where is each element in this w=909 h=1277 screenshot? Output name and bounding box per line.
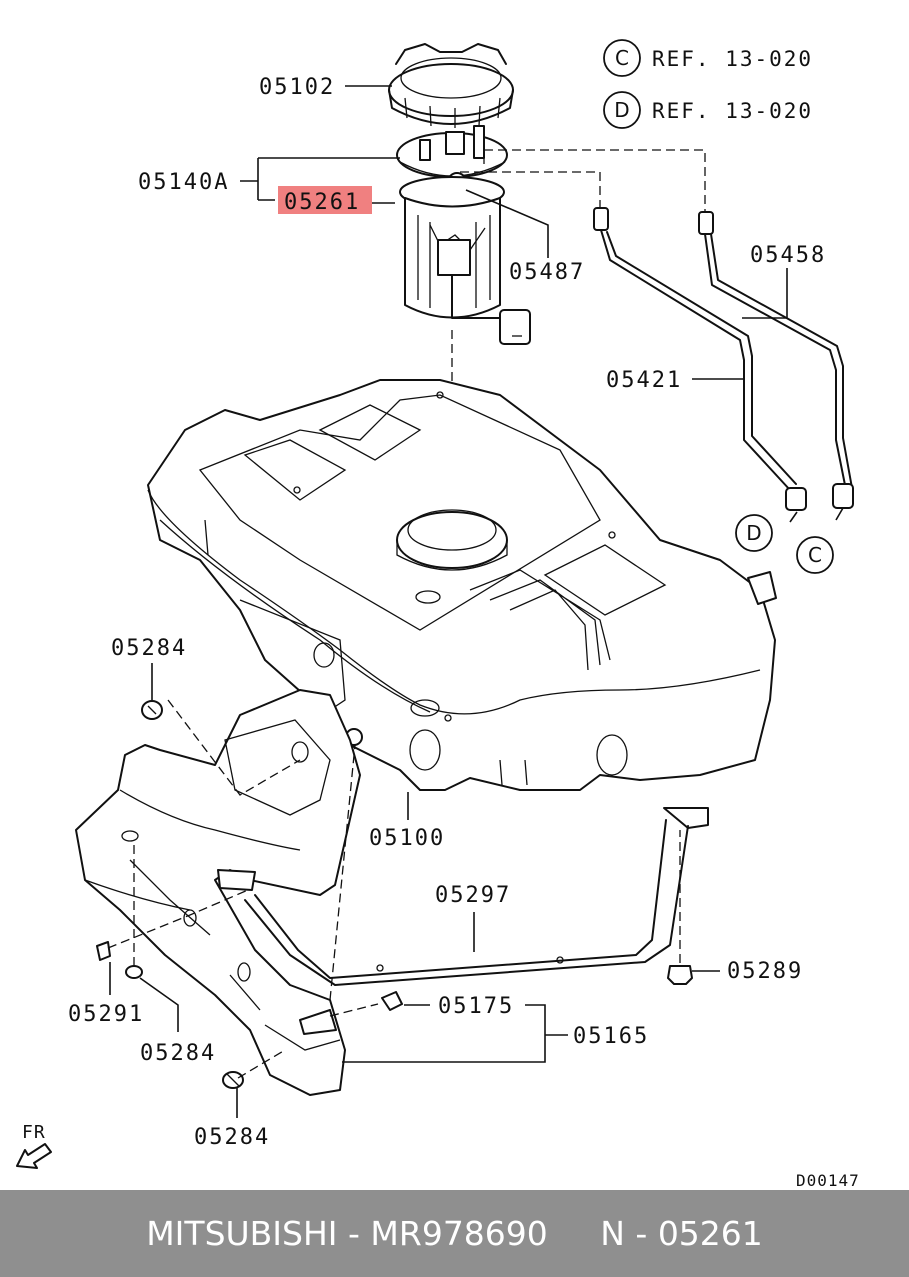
footer-text: MITSUBISHI - MR978690 N - 05261 [146,1214,763,1253]
connector-d-marker: D [746,521,761,545]
label-05100: 05100 [369,826,445,851]
label-05140A: 05140A [138,170,229,195]
label-05165: 05165 [573,1024,649,1049]
part-labels: 05102 05140A 05261 05487 05458 05421 052… [68,75,826,1150]
ref-d-text: REF. 13-020 [652,99,813,123]
ref-legend: C REF. 13-020 D REF. 13-020 [603,39,813,129]
label-05284-bottom: 05284 [194,1125,270,1150]
fuel-pump-drawing [396,125,531,345]
fasteners-drawing [96,700,693,1089]
fuel-hoses-drawing: D C [593,207,854,574]
ref-c-letter: C [615,46,629,70]
label-05291: 05291 [68,1002,144,1027]
connector-c-marker: C [808,543,822,567]
lock-ring-drawing [388,43,514,128]
fuel-tank-drawing [147,379,777,791]
front-indicator: FR [16,1122,52,1169]
ref-c-text: REF. 13-020 [652,47,813,71]
heat-protector-drawing [75,689,361,1096]
tank-strap-drawing [217,807,709,986]
label-05261: 05261 [284,190,360,215]
label-05284-top: 05284 [111,636,187,661]
label-05289: 05289 [727,959,803,984]
label-05421: 05421 [606,368,682,393]
label-05175: 05175 [438,994,514,1019]
leader-lines [109,85,788,1118]
label-05458: 05458 [750,243,826,268]
label-05487: 05487 [509,260,585,285]
label-05284-mid: 05284 [140,1041,216,1066]
label-05102: 05102 [259,75,335,100]
drawing-code: D00147 [796,1171,860,1190]
front-indicator-text: FR [22,1122,46,1143]
parts-diagram: C REF. 13-020 D REF. 13-020 [16,39,860,1190]
footer-bar: MITSUBISHI - MR978690 N - 05261 [0,1190,909,1277]
label-05297: 05297 [435,883,511,908]
ref-d-letter: D [614,98,629,122]
highlight-box [278,186,372,214]
front-arrow-icon [16,1143,52,1169]
